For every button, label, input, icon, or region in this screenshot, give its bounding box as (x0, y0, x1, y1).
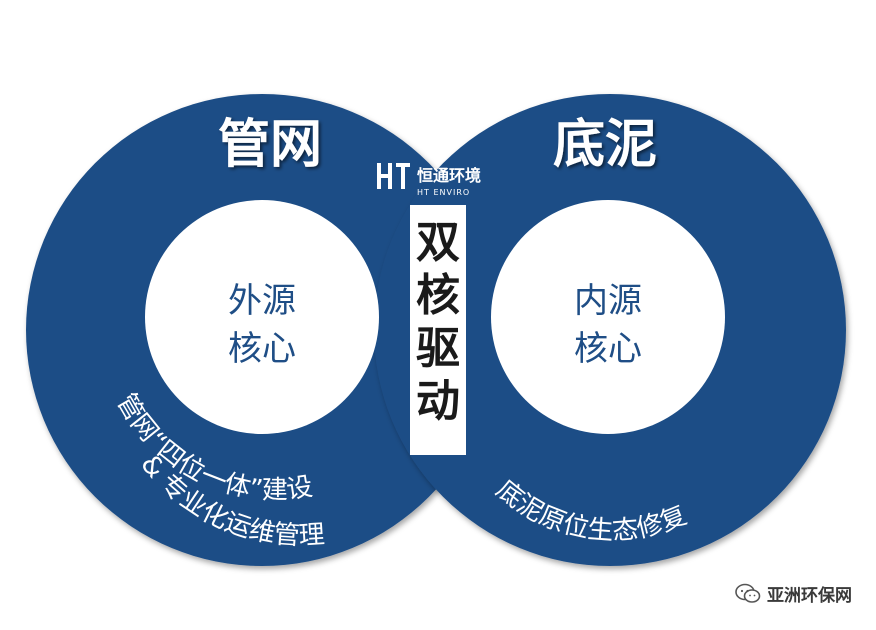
right-ring-title: 底泥 (553, 115, 657, 175)
center-char-2: 核 (416, 270, 460, 321)
left-ring-title: 管网 (218, 115, 322, 175)
left-inner-line2: 核心 (228, 329, 296, 369)
center-char-1: 双 (416, 217, 460, 268)
center-char-3: 驱 (416, 323, 460, 374)
right-inner-line2: 核心 (574, 329, 642, 369)
center-band (410, 205, 466, 455)
left-inner-circle (145, 200, 379, 434)
company-logo: 恒通环境 HT ENVIRO (377, 163, 481, 197)
right-inner-circle (491, 200, 725, 434)
right-inner-line1: 内源 (574, 281, 642, 321)
left-inner-line1: 外源 (228, 281, 296, 321)
watermark: 亚洲环保网 (735, 581, 852, 606)
center-char-4: 动 (416, 376, 460, 427)
logo-name-en: HT ENVIRO (417, 188, 470, 197)
wechat-icon (735, 583, 761, 603)
logo-mark-icon (377, 163, 410, 189)
watermark-text: 亚洲环保网 (767, 586, 852, 606)
logo-name-cn: 恒通环境 (417, 166, 481, 185)
